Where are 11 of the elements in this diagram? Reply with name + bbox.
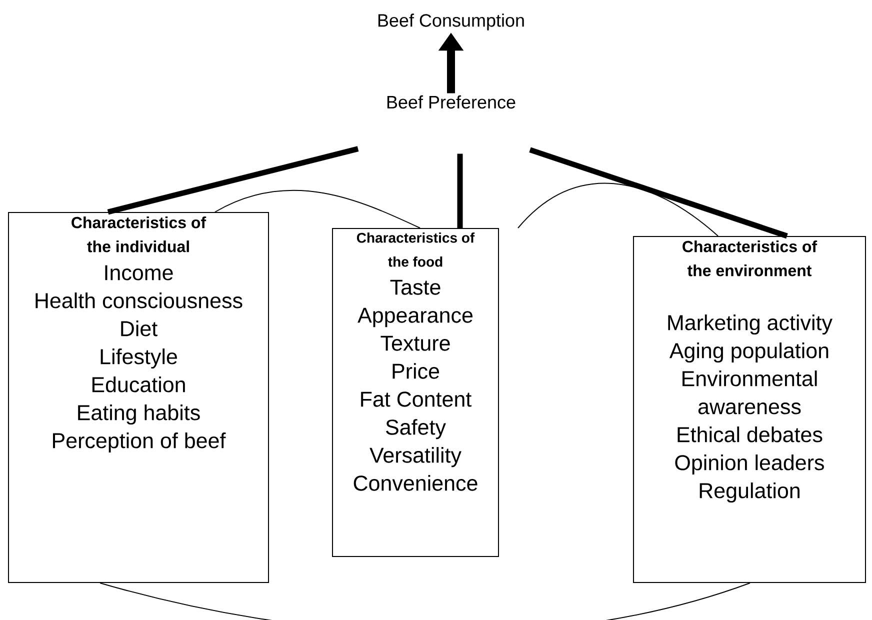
connector-curve bbox=[518, 183, 718, 236]
connector-line bbox=[529, 147, 788, 239]
title-text: Beef Consumption bbox=[378, 14, 524, 30]
connector-line bbox=[457, 154, 463, 228]
title-text: Beef Preference bbox=[387, 95, 516, 109]
connector-curve bbox=[214, 190, 420, 228]
factor-box: Characteristics of the food Taste Appearance Texture Price Fat Content Safety Versatility Convenience bbox=[332, 228, 499, 557]
connector-line bbox=[107, 146, 359, 215]
connector-curve bbox=[100, 582, 750, 620]
factor-box: Characteristics of the individual Income Health consciousness Diet Lifestyle Education Eating habits Perception of beef bbox=[8, 212, 269, 583]
factor-box: Characteristics of the environment Marketing activity Aging population Environmental awareness Ethical debates Opinion leaders Regulation bbox=[633, 236, 866, 583]
